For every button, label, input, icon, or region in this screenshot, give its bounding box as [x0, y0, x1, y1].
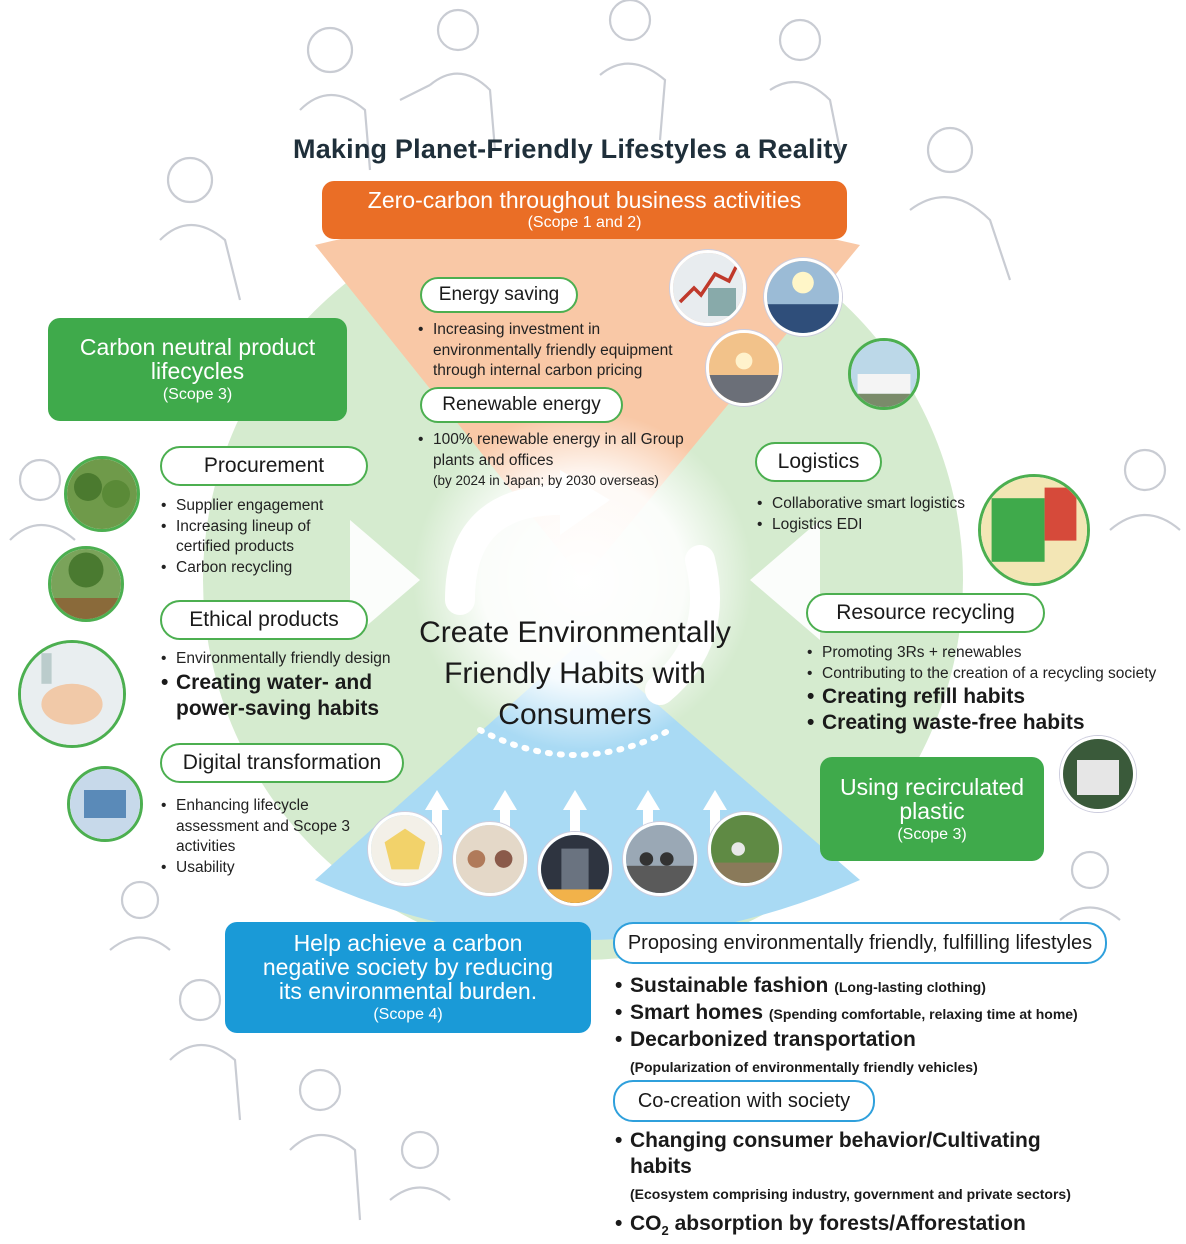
ethical-products-list: Environmentally friendly design Creating… [159, 649, 409, 722]
logistics-list: Collaborative smart logistics Logistics … [755, 494, 995, 535]
recirculated-plastic-box: Using recirculated plastic (Scope 3) [820, 757, 1044, 861]
resource-item: Contributing to the creation of a recycl… [805, 664, 1185, 685]
center-message: Create Environmentally Friendly Habits w… [380, 612, 770, 735]
clothing-photo [368, 812, 442, 886]
proposing-item-fashion: Sustainable fashion (Long-lasting clothi… [613, 973, 1153, 1000]
carbon-negative-line2: negative society by reducing [262, 954, 554, 980]
renewable-energy-list: 100% renewable energy in all Groupplants… [416, 430, 716, 492]
refill-display-photo [978, 474, 1090, 586]
logistics-item: Logistics EDI [755, 515, 995, 536]
ethical-item: Environmentally friendly design [159, 649, 409, 670]
co-creation-item-behavior: Changing consumer behavior/Cultivatingha… [613, 1128, 1153, 1207]
forest-planting-photo [708, 812, 782, 886]
crowd-street-photo [623, 822, 697, 896]
resource-item-habit: Creating waste-free habits [805, 710, 1185, 736]
family-home-photo [453, 822, 527, 896]
procurement-item: Carbon recycling [159, 558, 379, 579]
proposing-lifestyles-label: Proposing environmentally friendly, fulf… [613, 922, 1107, 964]
procurement-label: Procurement [160, 446, 368, 486]
center-line3: Consumers [498, 698, 652, 731]
resource-item-habit: Creating refill habits [805, 684, 1185, 710]
chart-graph-photo [670, 250, 746, 326]
energy-saving-item: Increasing investment inenvironmentally … [416, 320, 716, 382]
center-line2: Friendly Habits with [444, 657, 706, 690]
logistics-item: Collaborative smart logistics [755, 494, 995, 515]
ev-charging-photo [538, 832, 612, 906]
center-line1: Create Environmentally [419, 616, 731, 649]
zero-carbon-scope: (Scope 1 and 2) [527, 214, 642, 231]
carbon-negative-line3: its environmental burden. [278, 978, 538, 1004]
renewable-energy-item: 100% renewable energy in all Groupplants… [416, 430, 716, 471]
digital-device-photo [67, 766, 143, 842]
recirculated-line1: Using recirculated [839, 773, 1025, 800]
page-title: Making Planet-Friendly Lifestyles a Real… [293, 134, 848, 164]
carbon-neutral-scope: (Scope 3) [162, 386, 233, 403]
carbon-neutral-line1: Carbon neutral product [79, 334, 316, 360]
digital-item: Usability [159, 858, 379, 879]
carbon-negative-scope: (Scope 4) [373, 1006, 443, 1023]
energy-saving-label: Energy saving [420, 277, 578, 313]
zero-carbon-box: Zero-carbon throughout business activiti… [322, 181, 847, 239]
logistics-label: Logistics [755, 442, 882, 482]
recirculated-line2: plastic [899, 797, 965, 824]
proposing-item-transport: Decarbonized transportation(Popularizati… [613, 1027, 1153, 1080]
proposing-lifestyles-list: Sustainable fashion (Long-lasting clothi… [613, 973, 1153, 1080]
factory-sunset-photo [706, 330, 782, 406]
carbon-neutral-box: Carbon neutral product lifecycles (Scope… [48, 318, 347, 421]
palm-plantation-photo [48, 546, 124, 622]
recirculated-scope: (Scope 3) [897, 825, 967, 843]
plants-photo [64, 456, 140, 532]
carbon-negative-line1: Help achieve a carbon [293, 930, 523, 956]
procurement-list: Supplier engagement Increasing lineup of… [159, 496, 379, 578]
renewable-energy-note: (by 2024 in Japan; by 2030 overseas) [433, 473, 659, 488]
resource-recycling-list: Promoting 3Rs + renewables Contributing … [805, 643, 1185, 736]
renewable-energy-label: Renewable energy [420, 387, 623, 423]
delivery-trucks-photo [848, 338, 920, 410]
recycle-box-photo [1060, 736, 1136, 812]
zero-carbon-title: Zero-carbon throughout business activiti… [367, 187, 802, 213]
co-creation-list: Changing consumer behavior/Cultivatingha… [613, 1128, 1153, 1244]
hand-washing-photo [18, 640, 126, 748]
digital-transformation-label: Digital transformation [160, 743, 404, 783]
ethical-products-label: Ethical products [160, 600, 368, 640]
solar-panel-photo [764, 258, 842, 336]
carbon-neutral-line2: lifecycles [150, 358, 245, 384]
upward-arrows [425, 790, 727, 835]
proposing-item-homes: Smart homes (Spending comfortable, relax… [613, 1000, 1153, 1027]
people-outline-decoration [9, 0, 1181, 1221]
co-creation-label: Co-creation with society [613, 1080, 875, 1122]
resource-recycling-label: Resource recycling [806, 593, 1045, 633]
cycle-arrows [445, 485, 720, 705]
co-creation-item-forests: CO2 absorption by forests/Afforestation [613, 1211, 1153, 1244]
energy-saving-list: Increasing investment inenvironmentally … [416, 320, 716, 382]
carbon-negative-box: Help achieve a carbon negative society b… [225, 922, 591, 1033]
resource-item: Promoting 3Rs + renewables [805, 643, 1185, 664]
procurement-item: Supplier engagement [159, 496, 379, 517]
